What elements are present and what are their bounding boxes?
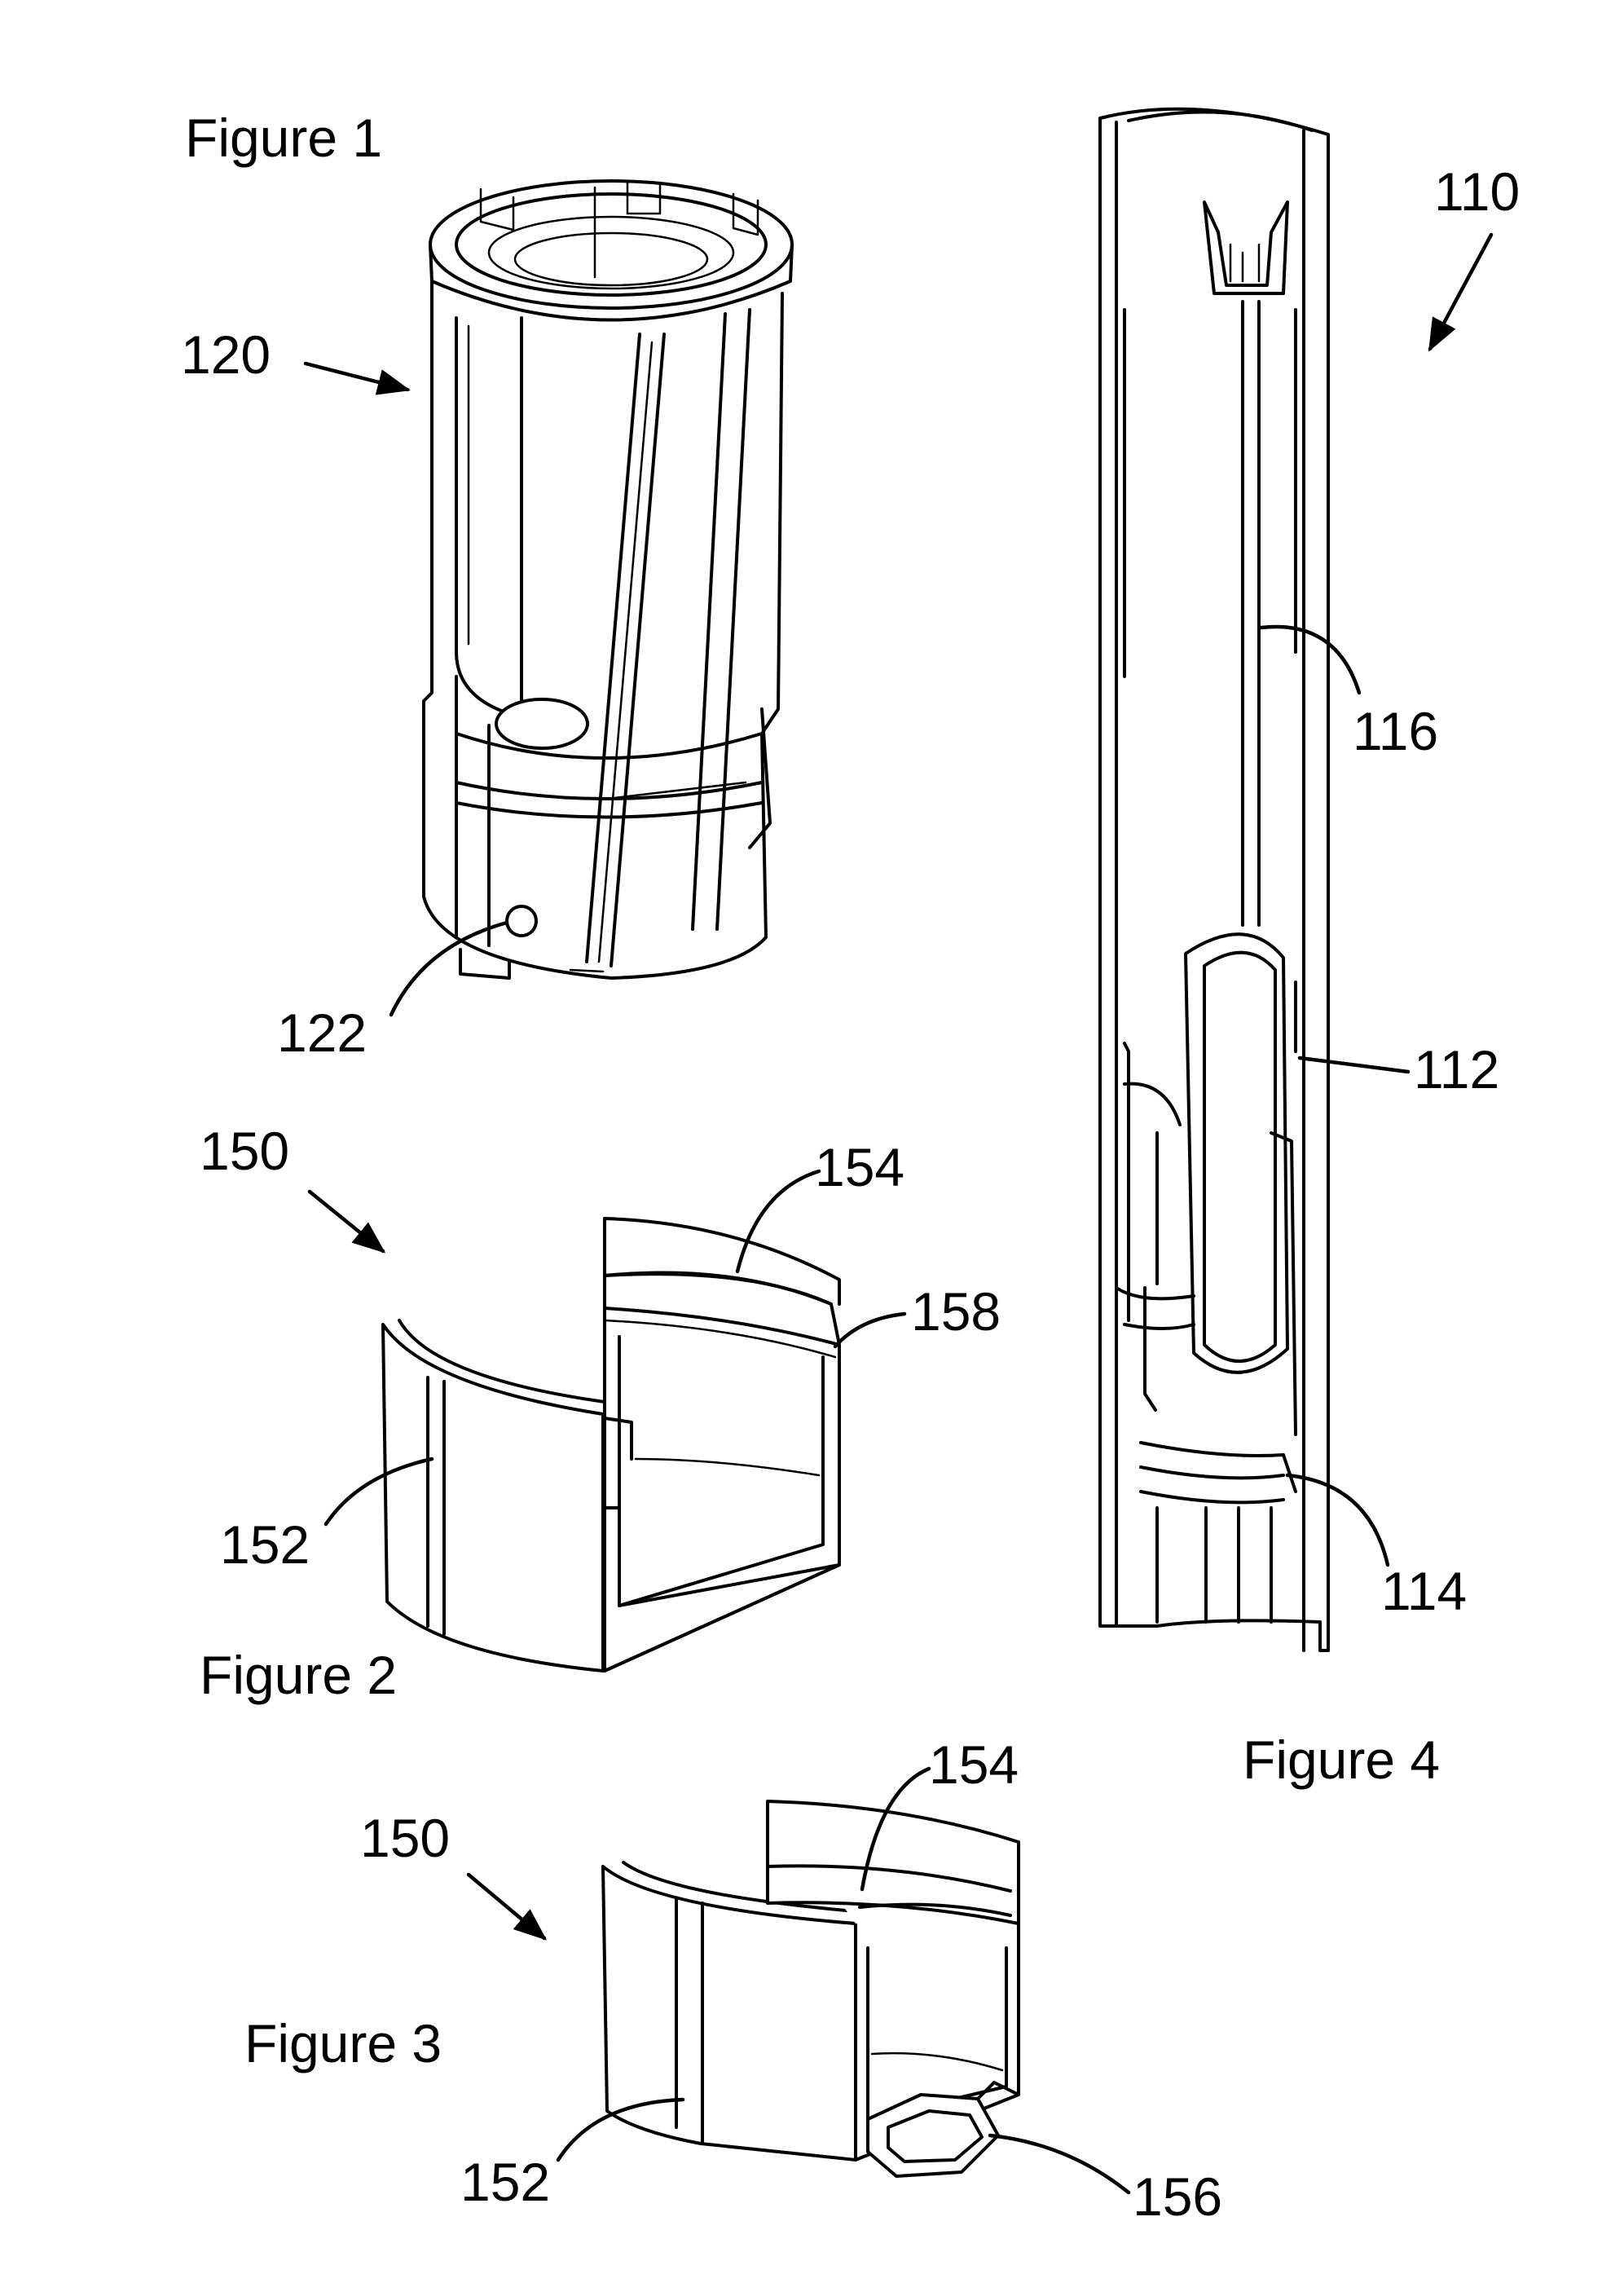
figure-4: 110 xyxy=(1098,107,1520,1790)
leader-156 xyxy=(988,2133,1131,2195)
label-154-fig3: 154 xyxy=(929,1734,1019,1795)
label-158: 158 xyxy=(911,1281,1001,1342)
figure-1-drawing xyxy=(422,179,794,980)
leader-110 xyxy=(1428,232,1494,352)
label-156: 156 xyxy=(1133,2166,1222,2227)
leader-152-fig3 xyxy=(556,2097,685,2162)
label-150-fig2: 150 xyxy=(200,1121,289,1181)
leader-116 xyxy=(1259,624,1362,695)
leader-150-fig3 xyxy=(466,1872,548,1941)
figure-1: Figure 1 xyxy=(181,108,794,1063)
leader-152-fig2 xyxy=(323,1456,434,1527)
leader-150-fig2 xyxy=(307,1189,386,1254)
label-154-fig2: 154 xyxy=(815,1137,904,1197)
label-110: 110 xyxy=(1434,161,1520,222)
leader-122 xyxy=(389,920,509,1017)
figure-3-drawing xyxy=(601,1800,1020,2178)
leader-154-fig3 xyxy=(860,1766,931,1892)
figure-4-caption: Figure 4 xyxy=(1243,1730,1440,1790)
figure-3-caption: Figure 3 xyxy=(244,2013,442,2073)
leader-158 xyxy=(833,1311,907,1349)
label-152-fig3: 152 xyxy=(460,2152,550,2212)
figure-1-caption: Figure 1 xyxy=(185,108,382,168)
figure-2-drawing xyxy=(381,1217,841,1672)
leader-120 xyxy=(303,361,411,395)
label-120: 120 xyxy=(181,324,271,385)
figure-2-caption: Figure 2 xyxy=(200,1645,397,1705)
leader-112 xyxy=(1297,1055,1411,1074)
label-150-fig3: 150 xyxy=(360,1808,450,1868)
label-114: 114 xyxy=(1381,1561,1467,1621)
leader-154-fig2 xyxy=(735,1169,821,1274)
label-116: 116 xyxy=(1353,701,1438,761)
label-152-fig2: 152 xyxy=(220,1514,310,1575)
label-112: 112 xyxy=(1414,1039,1499,1100)
label-122: 122 xyxy=(277,1003,367,1063)
figure-2: 150 154 158 152 Figure xyxy=(200,1121,1001,1705)
figure-4-drawing xyxy=(1098,107,1330,1652)
figure-3: 150 154 Figure 3 152 156 xyxy=(244,1734,1222,2227)
leader-114 xyxy=(1285,1473,1390,1567)
